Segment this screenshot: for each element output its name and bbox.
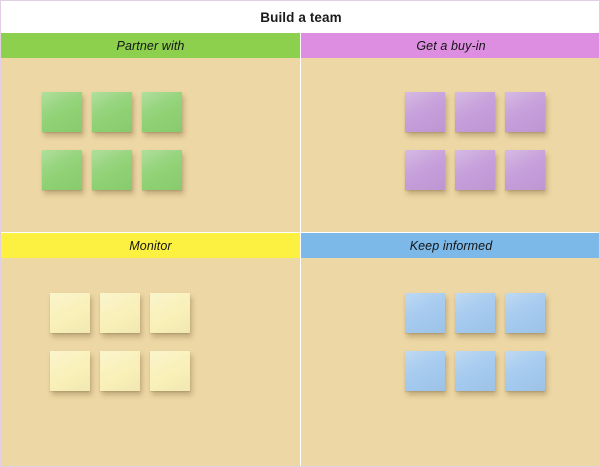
sticky-note[interactable] (405, 150, 445, 190)
sticky-note[interactable] (92, 92, 132, 132)
sticky-note[interactable] (92, 150, 132, 190)
quadrant-header-keep-informed: Keep informed (301, 233, 599, 258)
sticky-note[interactable] (150, 293, 190, 333)
sticky-note[interactable] (455, 150, 495, 190)
sticky-note[interactable] (505, 150, 545, 190)
note-grid-partner-with (42, 92, 182, 190)
sticky-note[interactable] (142, 150, 182, 190)
quadrant-label-keep-informed: Keep informed (409, 238, 493, 253)
sticky-note[interactable] (50, 351, 90, 391)
quadrant-keep-informed[interactable]: Keep informed (301, 233, 599, 466)
quadrant-label-partner-with: Partner with (116, 38, 185, 53)
quadrant-monitor[interactable]: Monitor (1, 233, 301, 466)
sticky-note[interactable] (405, 293, 445, 333)
sticky-note[interactable] (42, 92, 82, 132)
quadrant-label-get-a-buy-in: Get a buy-in (416, 38, 486, 53)
quadrant-get-a-buy-in[interactable]: Get a buy-in (301, 33, 599, 233)
sticky-note[interactable] (100, 351, 140, 391)
quadrant-header-get-a-buy-in: Get a buy-in (301, 33, 599, 58)
sticky-note[interactable] (505, 92, 545, 132)
sticky-note[interactable] (150, 351, 190, 391)
sticky-note[interactable] (505, 351, 545, 391)
sticky-note[interactable] (455, 293, 495, 333)
sticky-note[interactable] (455, 92, 495, 132)
note-grid-keep-informed (405, 293, 545, 391)
sticky-note[interactable] (405, 351, 445, 391)
note-grid-get-a-buy-in (405, 92, 545, 190)
sticky-note[interactable] (142, 92, 182, 132)
quadrant-partner-with[interactable]: Partner with (1, 33, 301, 233)
note-grid-monitor (50, 293, 190, 391)
sticky-note[interactable] (405, 92, 445, 132)
quadrant-header-partner-with: Partner with (1, 33, 300, 58)
quadrant-label-monitor: Monitor (129, 238, 172, 253)
page-title: Build a team (260, 9, 342, 25)
sticky-note[interactable] (50, 293, 90, 333)
sticky-note[interactable] (42, 150, 82, 190)
sticky-note[interactable] (100, 293, 140, 333)
sticky-note[interactable] (455, 351, 495, 391)
quadrant-header-monitor: Monitor (1, 233, 300, 258)
quadrant-matrix: Partner with Get a buy-in (1, 33, 599, 466)
board-title-bar: Build a team (1, 1, 599, 33)
sticky-note[interactable] (505, 293, 545, 333)
